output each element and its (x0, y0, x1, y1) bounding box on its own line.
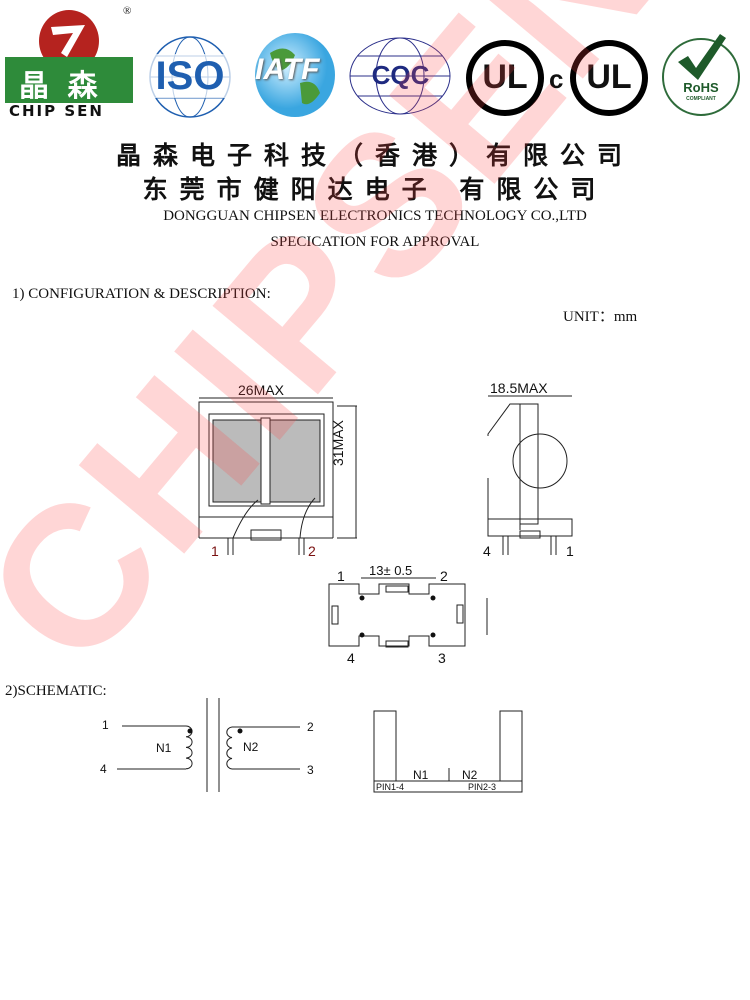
checkmark-icon (678, 34, 726, 80)
rohs-logo: RoHS COMPLIANT (662, 34, 740, 116)
schematic-pin-2: 2 (307, 720, 314, 734)
schematic-pin-4: 4 (100, 762, 107, 776)
side-view (487, 395, 573, 555)
bottom-pin-4: 4 (347, 650, 355, 666)
company-name-cn-1: 晶森电子科技（香港）有限公司 (115, 141, 634, 170)
side-pin-1: 1 (566, 543, 574, 559)
earth-icon (255, 33, 335, 117)
bobbin-n2: N2 (462, 768, 478, 782)
bottom-pin-2: 2 (440, 568, 448, 584)
cqc-text: CQC (371, 60, 430, 90)
chipsen-en: CHIP SEN (9, 102, 104, 120)
section1-title: 1) CONFIGURATION & DESCRIPTION: (12, 286, 271, 302)
iatf-text: IATF (255, 53, 320, 86)
bobbin-diagram (373, 710, 523, 793)
pin-pitch-dim: 13± 0.5 (369, 563, 413, 578)
schematic-pin-3: 3 (307, 763, 314, 777)
cul-text: UL (586, 58, 632, 96)
company-name-en: DONGGUAN CHIPSEN ELECTRONICS TECHNOLOGY … (163, 208, 587, 224)
iso-logo: ISO (140, 36, 240, 118)
rohs-text: RoHS (683, 80, 719, 95)
iatf-logo: IATF (250, 33, 340, 118)
globe-icon (349, 37, 451, 115)
front-height-dim: 31MAX (330, 420, 346, 466)
bottom-pin-1: 1 (337, 568, 345, 584)
unit-label: UNIT：mm (563, 309, 638, 325)
ul-text: UL (482, 58, 528, 96)
chipsen-emblem-icon (5, 10, 133, 103)
rohs-sub: COMPLIANT (686, 96, 716, 102)
schematic (117, 698, 300, 792)
section2-title: 2)SCHEMATIC: (5, 683, 107, 699)
front-pin-2: 2 (308, 543, 316, 559)
bottom-view (328, 577, 488, 648)
bottom-pin-3: 3 (438, 650, 446, 666)
bobbin-n1: N1 (413, 768, 429, 782)
ul-logo: UL (466, 40, 544, 116)
cqc-logo: CQC (348, 36, 453, 116)
iso-text: ISO (140, 54, 240, 98)
bobbin-pin1-4: PIN1-4 (376, 782, 405, 792)
side-pin-4: 4 (483, 543, 491, 559)
chipsen-cn: 晶 森 (19, 69, 102, 104)
chipsen-logo: 晶 森 CHIP SEN ® (5, 5, 133, 120)
front-view (198, 397, 357, 555)
document-title: SPECICATION FOR APPROVAL (270, 234, 480, 250)
registered-mark: ® (123, 5, 132, 17)
winding-n1: N1 (156, 741, 172, 755)
winding-n2: N2 (243, 740, 259, 754)
front-width-dim: 26MAX (238, 382, 284, 398)
company-name-cn-2: 东莞市健阳达电子 有限公司 (142, 175, 608, 204)
front-pin-1: 1 (211, 543, 219, 559)
schematic-pin-1: 1 (102, 718, 109, 732)
bobbin-pin2-3: PIN2-3 (468, 782, 497, 792)
side-depth-dim: 18.5MAX (490, 380, 548, 396)
cul-logo: UL (570, 40, 648, 116)
cul-c: c (549, 64, 564, 94)
